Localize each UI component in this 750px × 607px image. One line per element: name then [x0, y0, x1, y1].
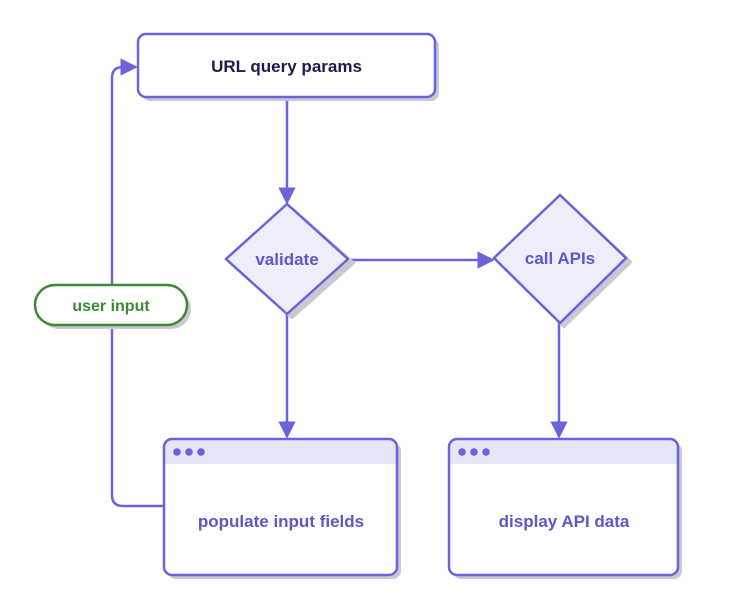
- node-display-data: display API data: [447, 437, 682, 579]
- node-url-params: URL query params: [136, 32, 439, 101]
- node-url-params-label: URL query params: [211, 57, 362, 76]
- edge-label-user-input-text: user input: [72, 298, 150, 315]
- window-dots-icon: [458, 448, 490, 456]
- node-validate: validate: [224, 202, 356, 320]
- node-call-apis: call APIs: [492, 193, 633, 329]
- node-call-apis-label: call APIs: [525, 249, 595, 268]
- node-validate-label: validate: [255, 250, 318, 269]
- node-populate-fields-label: populate input fields: [198, 512, 364, 531]
- node-populate-fields: populate input fields: [162, 437, 401, 579]
- edge-label-user-input: user input: [33, 283, 191, 329]
- window-dots-icon: [173, 448, 205, 456]
- node-display-data-label: display API data: [499, 512, 630, 531]
